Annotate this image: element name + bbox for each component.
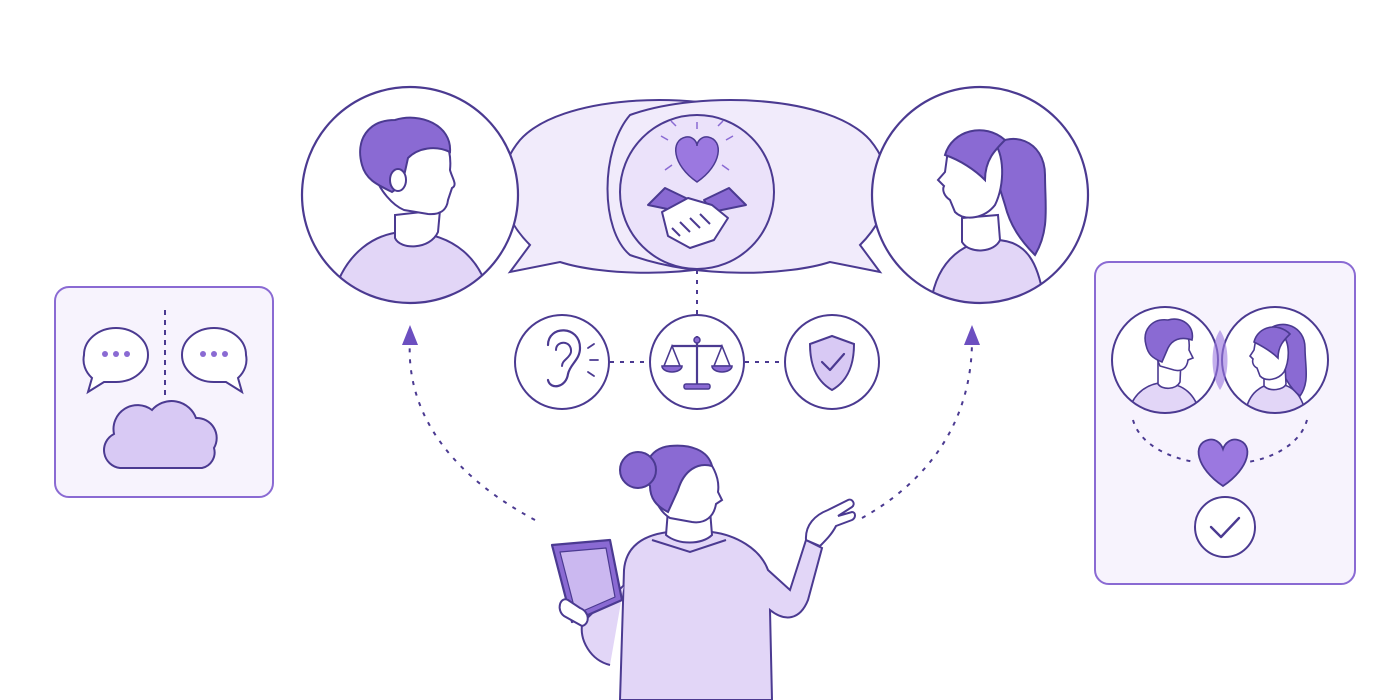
checkmark-icon [1194,496,1256,558]
tablet-icon [550,538,624,628]
arrow-right [861,325,980,519]
scales-icon [649,314,745,410]
man-avatar-icon [300,85,520,305]
shield-check-icon [784,314,880,410]
heart-icon [660,120,734,183]
speech-bubble-icon [180,327,248,395]
mediator-figure-icon [580,444,856,700]
arrow-left [402,325,536,521]
right-panel-resolution [1094,261,1356,585]
left-panel-conflict [54,286,274,498]
cloud-icon [103,400,218,469]
woman-avatar-icon [870,85,1090,305]
man-avatar-icon [1111,306,1219,414]
agreement-circle [619,114,775,270]
handshake-icon [647,187,747,249]
principles-row [514,314,880,410]
woman-avatar-icon [1221,306,1329,414]
heart-icon [1197,438,1249,488]
speech-bubble-icon [82,327,150,395]
ear-icon [514,314,610,410]
